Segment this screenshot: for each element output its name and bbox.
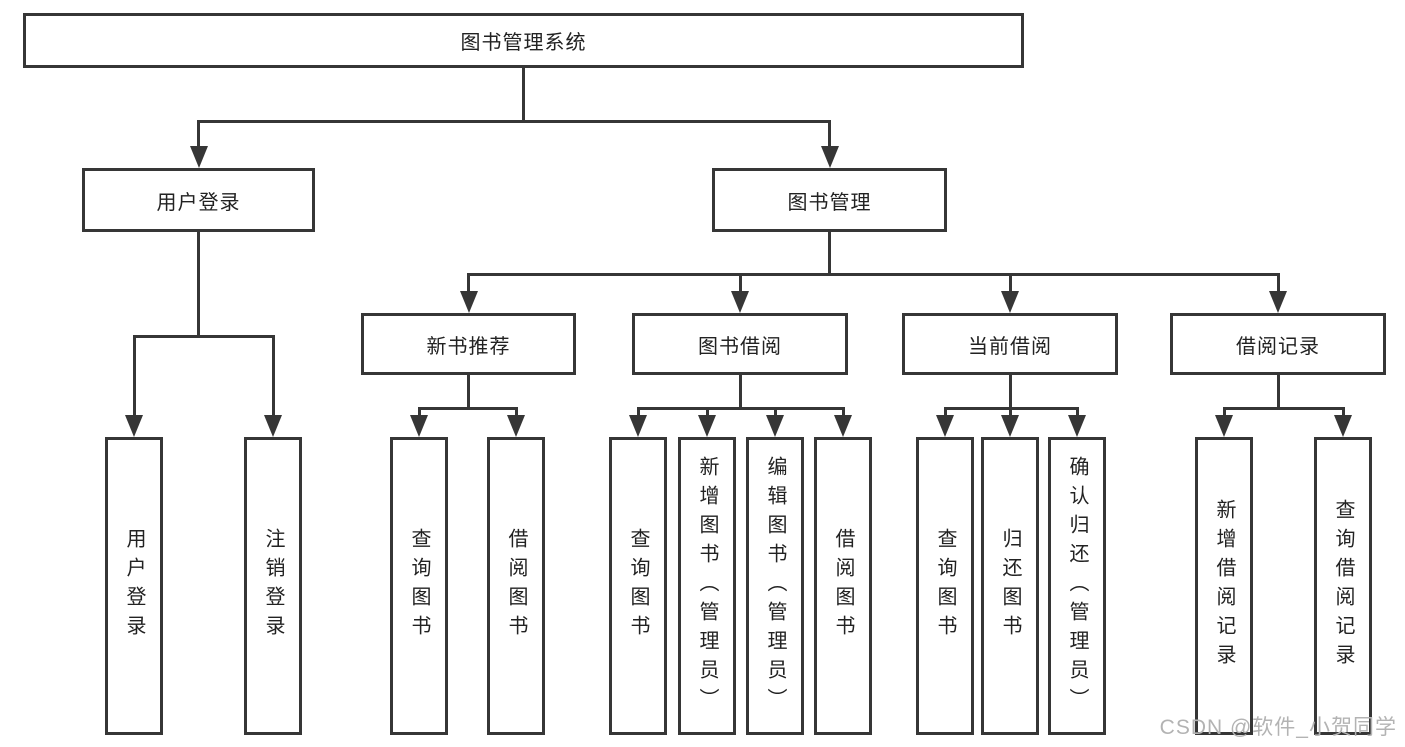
connector-line — [944, 407, 947, 415]
node-label: 图书管理系统 — [460, 32, 587, 54]
arrow-down-icon — [1269, 291, 1287, 313]
node-label: 查询图书 — [627, 528, 649, 644]
connector-line — [467, 375, 470, 407]
node-label: 用户登录 — [123, 528, 145, 644]
leaf-query-borrow-record: 查询借阅记录 — [1314, 437, 1372, 735]
node-current-borrowing: 当前借阅 — [902, 313, 1118, 375]
leaf-add-borrow-record: 新增借阅记录 — [1195, 437, 1253, 735]
arrow-down-icon — [1215, 415, 1233, 437]
connector-line — [706, 407, 709, 415]
node-book-management-system: 图书管理系统 — [23, 13, 1024, 68]
connector-line — [739, 273, 742, 291]
leaf-query-books-borrowing: 查询图书 — [609, 437, 667, 735]
arrow-down-icon — [834, 415, 852, 437]
arrow-down-icon — [264, 415, 282, 437]
arrow-down-icon — [1001, 415, 1019, 437]
leaf-user-login: 用户登录 — [105, 437, 163, 735]
connector-line — [637, 407, 640, 415]
arrow-down-icon — [629, 415, 647, 437]
node-label: 归还图书 — [999, 528, 1021, 644]
arrow-down-icon — [936, 415, 954, 437]
connector-line — [197, 232, 200, 335]
connector-line — [1223, 407, 1345, 410]
node-label: 查询图书 — [408, 528, 430, 644]
connector-line — [637, 407, 845, 410]
connector-line — [1009, 375, 1012, 407]
node-borrowing-records: 借阅记录 — [1170, 313, 1386, 375]
connector-line — [467, 273, 1279, 276]
leaf-logout: 注销登录 — [244, 437, 302, 735]
node-label: 用户登录 — [156, 191, 241, 214]
arrow-down-icon — [125, 415, 143, 437]
leaf-borrow-books-borrowing: 借阅图书 — [814, 437, 872, 735]
connector-line — [828, 120, 831, 146]
arrow-down-icon — [766, 415, 784, 437]
leaf-add-books-admin: 新增图书（管理员） — [678, 437, 736, 735]
connector-line — [197, 120, 200, 146]
arrow-down-icon — [1068, 415, 1086, 437]
node-label: 确认归还（管理员） — [1066, 455, 1088, 717]
node-label: 借阅图书 — [832, 528, 854, 644]
node-book-management: 图书管理 — [712, 168, 947, 232]
node-label: 新增借阅记录 — [1213, 499, 1235, 673]
node-label: 图书管理 — [787, 191, 872, 214]
leaf-return-books: 归还图书 — [981, 437, 1039, 735]
connector-line — [522, 68, 525, 120]
connector-line — [133, 335, 136, 415]
connector-line — [197, 120, 831, 123]
arrow-down-icon — [190, 146, 208, 168]
arrow-down-icon — [821, 146, 839, 168]
connector-line — [842, 407, 845, 415]
arrow-down-icon — [698, 415, 716, 437]
connector-line — [133, 335, 275, 338]
node-label: 当前借阅 — [968, 335, 1052, 358]
node-label: 图书借阅 — [698, 335, 782, 358]
connector-line — [1277, 273, 1280, 291]
connector-line — [418, 407, 421, 415]
connector-line — [1009, 407, 1012, 415]
node-label: 注销登录 — [262, 528, 284, 644]
connector-line — [828, 232, 831, 273]
node-label: 新书推荐 — [426, 335, 511, 358]
connector-line — [774, 407, 777, 415]
connector-line — [1009, 273, 1012, 291]
connector-line — [739, 375, 742, 407]
connector-line — [467, 273, 470, 291]
node-new-book-recommend: 新书推荐 — [361, 313, 576, 375]
node-label: 查询借阅记录 — [1332, 499, 1354, 673]
leaf-query-books-recommend: 查询图书 — [390, 437, 448, 735]
arrow-down-icon — [460, 291, 478, 313]
leaf-query-books-current: 查询图书 — [916, 437, 974, 735]
connector-line — [1277, 375, 1280, 407]
node-book-borrowing: 图书借阅 — [632, 313, 848, 375]
arrow-down-icon — [731, 291, 749, 313]
arrow-down-icon — [507, 415, 525, 437]
leaf-edit-books-admin: 编辑图书（管理员） — [746, 437, 804, 735]
arrow-down-icon — [410, 415, 428, 437]
node-label: 借阅记录 — [1236, 335, 1320, 358]
connector-line — [1342, 407, 1345, 415]
connector-line — [418, 407, 518, 410]
leaf-borrow-books-recommend: 借阅图书 — [487, 437, 545, 735]
node-label: 编辑图书（管理员） — [764, 455, 786, 717]
csdn-watermark: CSDN @软件_小贺同学 — [1159, 716, 1397, 739]
leaf-confirm-return-admin: 确认归还（管理员） — [1048, 437, 1106, 735]
connector-line — [272, 335, 275, 415]
arrow-down-icon — [1334, 415, 1352, 437]
arrow-down-icon — [1001, 291, 1019, 313]
connector-line — [1076, 407, 1079, 415]
node-label: 查询图书 — [934, 528, 956, 644]
connector-line — [515, 407, 518, 415]
node-user-login: 用户登录 — [82, 168, 315, 232]
node-label: 新增图书（管理员） — [696, 455, 718, 717]
node-label: 借阅图书 — [505, 528, 527, 644]
connector-line — [1223, 407, 1226, 415]
